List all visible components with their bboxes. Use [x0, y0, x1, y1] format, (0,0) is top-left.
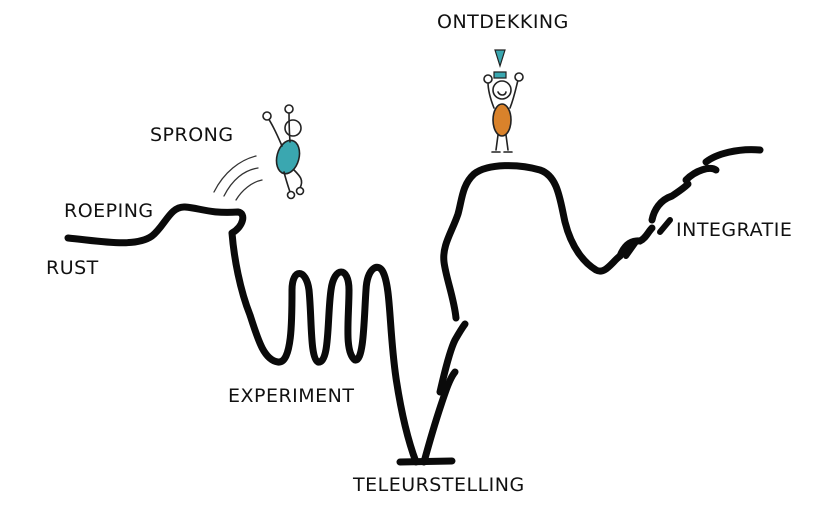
journey-line-steps-3 — [682, 164, 720, 184]
journey-line-slash-2 — [657, 217, 673, 235]
jumper-head — [284, 119, 302, 137]
label-sprong: SPRONG — [150, 124, 234, 146]
diamond-icon — [493, 49, 507, 79]
jumping-stick-figure-icon — [262, 104, 305, 200]
journey-line — [64, 203, 420, 466]
journey-line-climb-lower — [420, 368, 459, 466]
discoverer-body — [492, 103, 512, 137]
motion-lines — [213, 155, 263, 201]
discoverer-head — [492, 80, 512, 100]
label-ontdekking: ONTDEKKING — [437, 11, 569, 33]
journey-line-steps-1 — [616, 224, 656, 260]
journey-line-steps-2 — [648, 180, 692, 224]
journey-line-steps-4 — [702, 146, 764, 166]
label-rust: RUST — [46, 257, 99, 279]
journey-line-climb-upper — [440, 162, 624, 322]
journey-line-climb-mid — [436, 320, 469, 396]
label-teleurstelling: TELEURSTELLING — [353, 474, 525, 496]
cheering-stick-figure-icon — [483, 72, 524, 153]
label-experiment: EXPERIMENT — [228, 385, 355, 407]
journey-line-slash-1 — [623, 239, 639, 259]
jumper-body — [275, 139, 301, 175]
label-integratie: INTEGRATIE — [676, 219, 793, 241]
label-roeping: ROEPING — [64, 200, 154, 222]
